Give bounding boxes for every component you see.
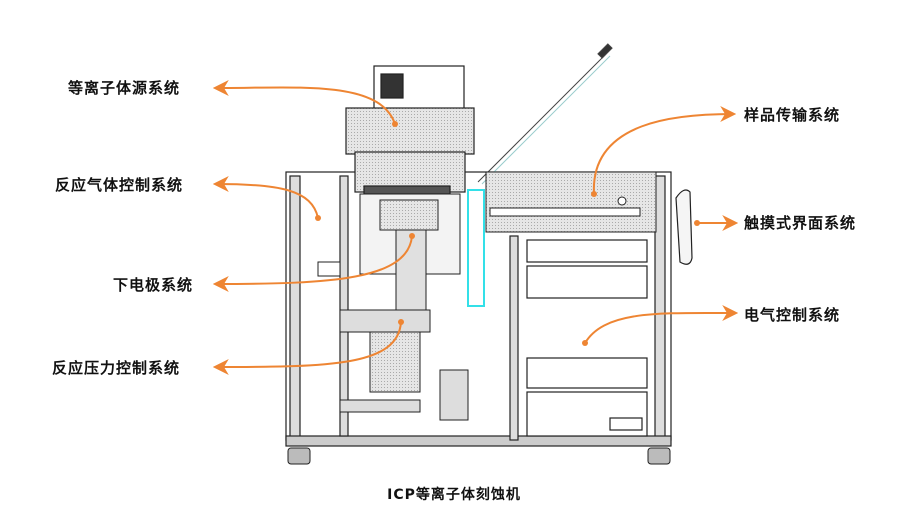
callout-reaction-gas [212,176,319,219]
loading-arm [477,43,613,185]
label-reaction-pressure: 反应压力控制系统 [52,359,181,377]
callout-electrical [584,304,739,344]
machine-frame [285,171,672,447]
electrical-cabinet [526,239,648,437]
transfer-column [467,189,485,307]
callout-reaction-pressure [212,321,402,375]
label-sample-transfer: 样品传输系统 [744,106,841,124]
label-reaction-gas: 反应气体控制系统 [55,176,184,194]
transfer-chamber [485,171,657,233]
chamber [359,193,461,311]
plasma-source-unit [345,65,475,195]
label-electrical-control: 电气控制系统 [744,306,841,324]
label-plasma-source: 等离子体源系统 [68,79,181,97]
machine-feet [287,447,671,465]
pressure-system [317,261,469,421]
label-touch-interface: 触摸式界面系统 [744,214,857,232]
callout-plasma-source [212,79,396,125]
label-lower-electrode: 下电极系统 [113,276,194,294]
figure-caption: ICP等离子体刻蚀机 [387,487,521,503]
touch-screen [675,189,693,265]
callout-sample-transfer [592,106,737,195]
callout-lower-electrode [212,235,413,292]
